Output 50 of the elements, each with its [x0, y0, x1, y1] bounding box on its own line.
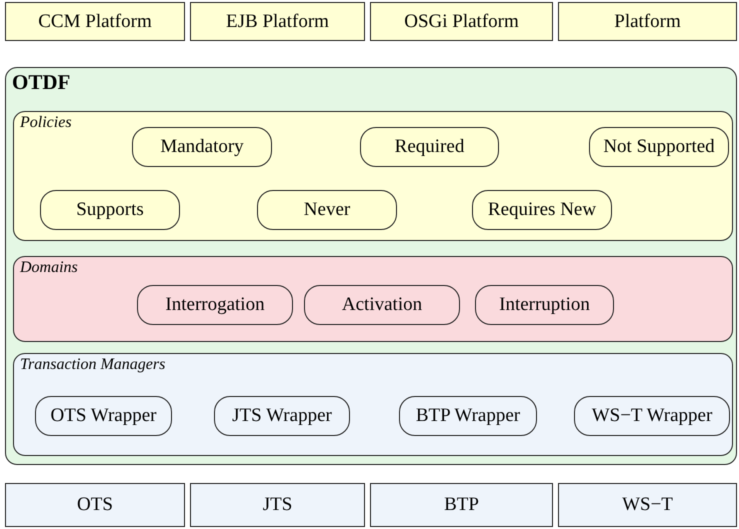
policy-label: Never	[304, 199, 350, 221]
platform-label: Platform	[614, 10, 681, 32]
domain-label: Interrogation	[165, 294, 265, 316]
domain-pill	[475, 285, 614, 325]
domain-pill	[137, 285, 293, 325]
service-label: BTP	[444, 494, 479, 516]
policy-label: Requires New	[488, 199, 596, 221]
platform-box	[370, 2, 553, 41]
wrapper-pill	[35, 396, 172, 436]
wrapper-label: OTS Wrapper	[50, 405, 156, 427]
wrapper-label: JTS Wrapper	[232, 405, 332, 427]
domains-panel	[13, 256, 733, 342]
wrapper-pill	[574, 396, 730, 436]
platform-box	[5, 2, 185, 41]
service-box	[190, 483, 365, 527]
policy-label: Not Supported	[603, 136, 715, 158]
platform-box	[558, 2, 737, 41]
service-label: JTS	[262, 494, 292, 516]
service-box	[370, 483, 553, 527]
panel-heading: Transaction Managers	[20, 356, 166, 374]
managers-panel	[13, 353, 733, 456]
policy-label: Supports	[76, 199, 144, 221]
policy-pill	[360, 127, 499, 167]
panel-heading: Policies	[20, 114, 72, 132]
policy-pill	[132, 127, 272, 167]
service-label: OTS	[77, 494, 113, 516]
domain-label: Interruption	[499, 294, 590, 316]
service-box	[5, 483, 185, 527]
domain-pill	[304, 285, 460, 325]
panel-heading: OTDF	[12, 70, 70, 95]
wrapper-label: WS−T Wrapper	[592, 405, 712, 427]
wrapper-pill	[399, 396, 537, 436]
policy-label: Mandatory	[160, 136, 244, 158]
platform-label: EJB Platform	[226, 10, 329, 32]
policy-pill	[257, 190, 397, 230]
domain-label: Activation	[342, 294, 422, 316]
service-label: WS−T	[622, 494, 673, 516]
platform-label: OSGi Platform	[404, 10, 519, 32]
framework-panel	[5, 67, 737, 465]
policies-panel	[13, 111, 733, 241]
policy-pill	[589, 127, 729, 167]
policy-pill	[472, 190, 612, 230]
policy-pill	[40, 190, 180, 230]
service-box	[558, 483, 737, 527]
policy-label: Required	[394, 136, 464, 158]
platform-label: CCM Platform	[38, 10, 152, 32]
platform-box	[190, 2, 365, 41]
wrapper-label: BTP Wrapper	[416, 405, 520, 427]
panel-heading: Domains	[20, 259, 78, 277]
wrapper-pill	[214, 396, 350, 436]
